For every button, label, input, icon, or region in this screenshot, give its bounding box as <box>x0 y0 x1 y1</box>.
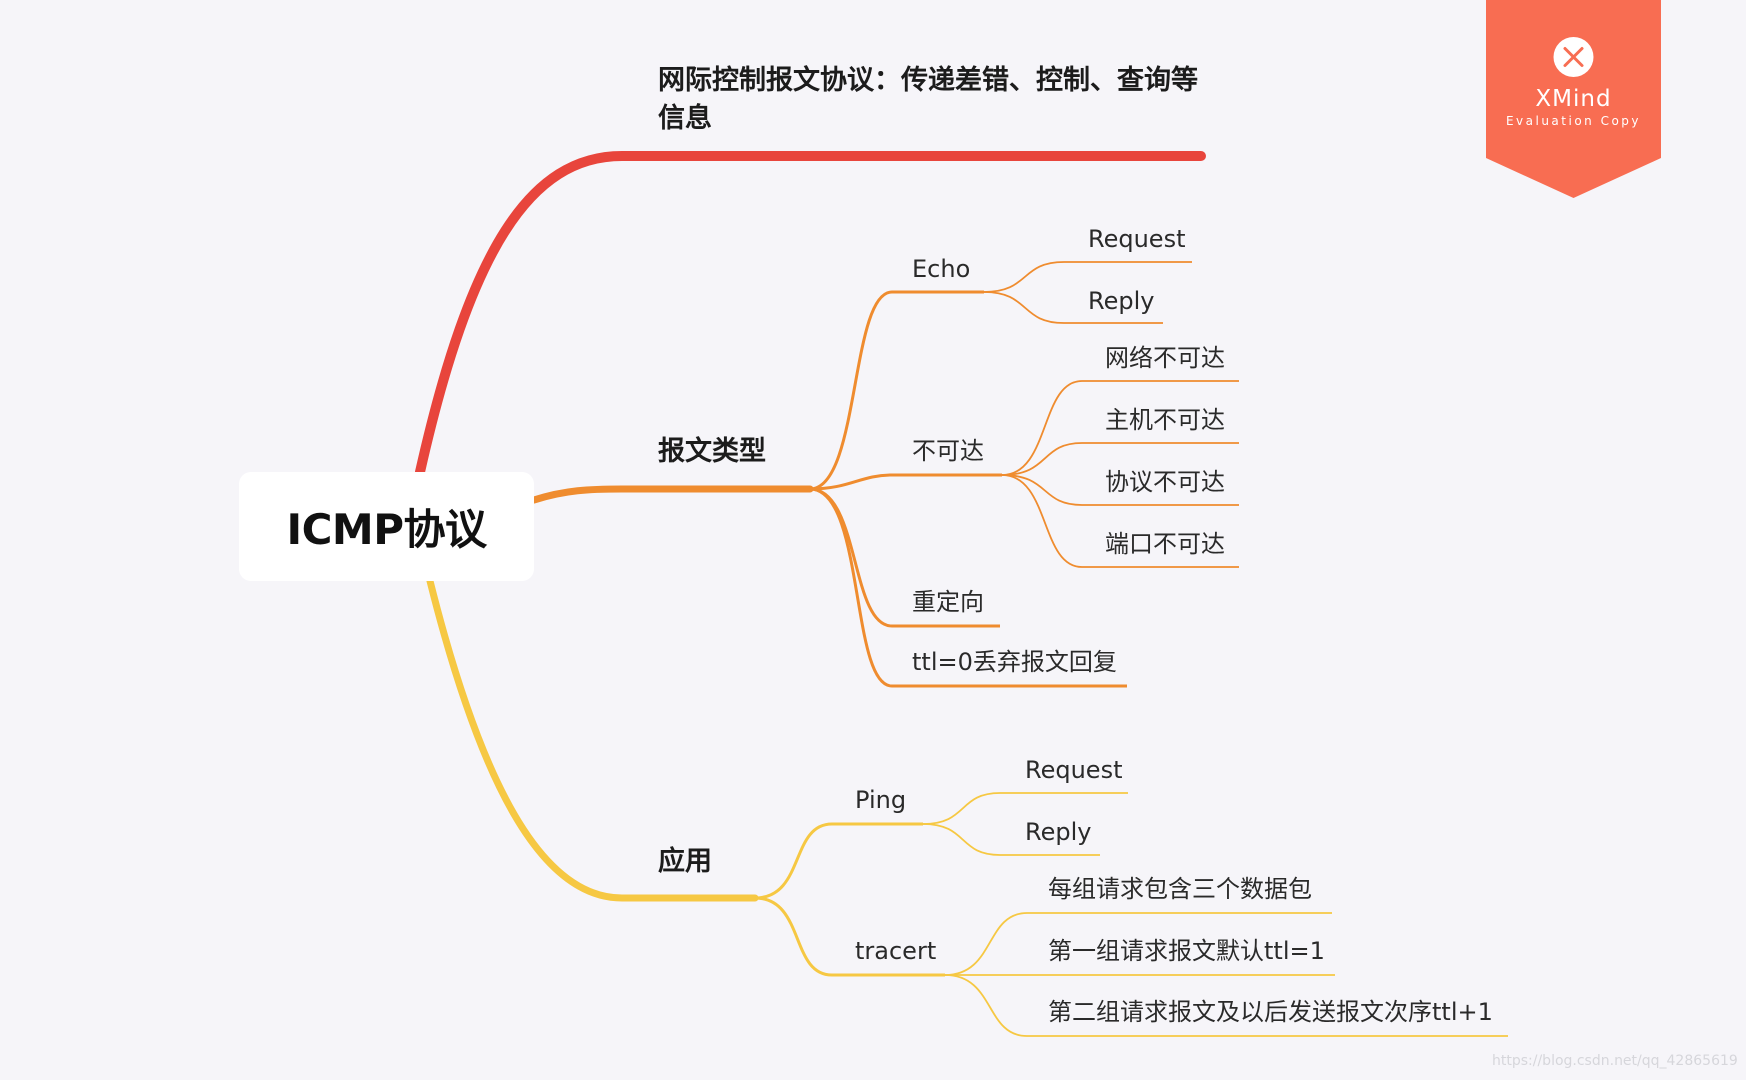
topic-ping-request[interactable]: Request <box>1025 756 1123 784</box>
connector-unreach-host <box>1001 442 1239 476</box>
watermark-subtitle: Evaluation Copy <box>1505 114 1642 128</box>
root-node-label: ICMP协议 <box>286 505 487 554</box>
topic-echo-request[interactable]: Request <box>1088 225 1186 253</box>
connector-types-echo <box>809 290 984 491</box>
connector-unreach-net <box>1001 380 1239 476</box>
connector-unreach-proto <box>1001 474 1239 506</box>
topic-port-unreachable[interactable]: 端口不可达 <box>1105 530 1225 558</box>
connector-ping-reply <box>922 823 1100 856</box>
topic-ping[interactable]: Ping <box>855 786 907 814</box>
watermark-title: XMind <box>1535 86 1612 112</box>
topic-tracert-group-size[interactable]: 每组请求包含三个数据包 <box>1048 875 1312 903</box>
topic-tracert[interactable]: tracert <box>855 937 937 965</box>
description-topic[interactable]: 网际控制报文协议：传递差错、控制、查询等信息 <box>658 65 1198 134</box>
connector-root-message-types <box>530 485 814 504</box>
topic-network-unreachable[interactable]: 网络不可达 <box>1105 344 1225 372</box>
connector-root-description <box>415 151 1206 477</box>
topic-message-types[interactable]: 报文类型 <box>658 436 766 467</box>
topic-echo-reply[interactable]: Reply <box>1088 287 1155 315</box>
topic-tracert-next-groups[interactable]: 第二组请求报文及以后发送报文次序ttl+1 <box>1048 998 1493 1026</box>
connector-types-ttl <box>809 487 1127 688</box>
xmind-watermark-ribbon <box>1486 0 1661 198</box>
topic-host-unreachable[interactable]: 主机不可达 <box>1105 406 1225 434</box>
connector-apps-ping <box>754 822 923 900</box>
topic-ttl-zero[interactable]: ttl=0丢弃报文回复 <box>912 648 1117 676</box>
connector-echo-request <box>983 261 1192 293</box>
connector-echo-reply <box>983 291 1163 324</box>
topic-protocol-unreachable[interactable]: 协议不可达 <box>1105 468 1225 496</box>
topic-ping-reply[interactable]: Reply <box>1025 818 1092 846</box>
connector-apps-tracert <box>754 896 945 977</box>
xmind-x-icon <box>1553 37 1594 77</box>
connector-tracert-1 <box>944 912 1332 976</box>
connector-root-applications <box>426 577 759 902</box>
connector-tracert-3 <box>944 974 1508 1037</box>
source-credit-text: https://blog.csdn.net/qq_42865619 <box>1492 1053 1738 1069</box>
topic-applications[interactable]: 应用 <box>658 846 712 877</box>
connector-unreach-port <box>1001 474 1239 568</box>
connector-ping-request <box>922 792 1128 825</box>
root-node[interactable]: ICMP协议 <box>239 472 534 581</box>
topic-redirect[interactable]: 重定向 <box>912 588 984 616</box>
topic-unreachable[interactable]: 不可达 <box>912 437 984 465</box>
topic-tracert-first-group[interactable]: 第一组请求报文默认ttl=1 <box>1048 937 1325 965</box>
topic-echo[interactable]: Echo <box>912 255 971 283</box>
connector-types-unreachable <box>809 473 1002 491</box>
